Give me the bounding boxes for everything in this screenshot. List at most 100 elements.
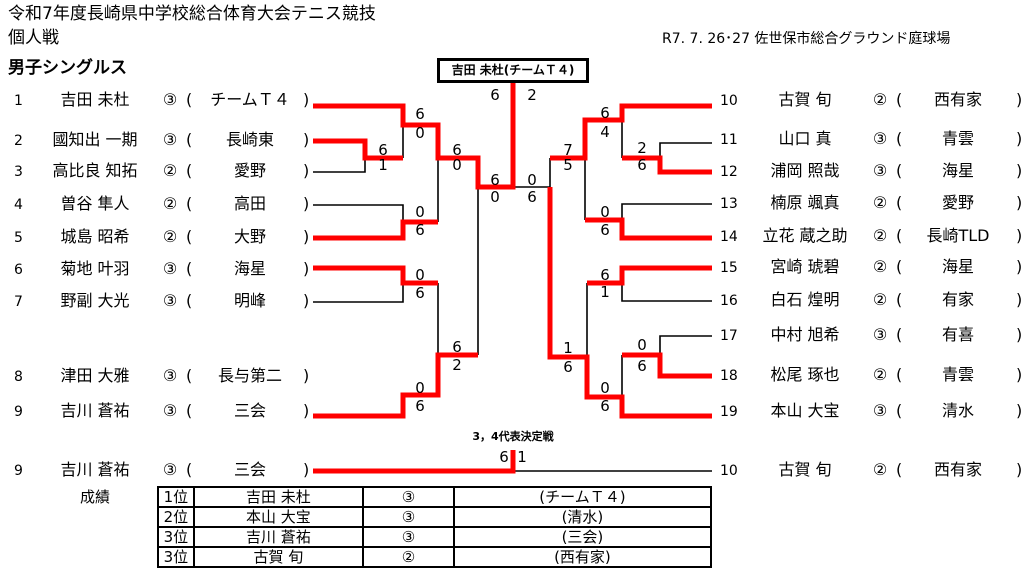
winner-path-line xyxy=(313,265,438,286)
result-school: (西有家) xyxy=(452,546,713,568)
grade: ③ xyxy=(162,90,178,109)
grade: ② xyxy=(872,193,888,212)
game-score: 0 xyxy=(490,188,500,206)
winner-path-line xyxy=(585,217,712,241)
game-score: 6 xyxy=(415,105,425,123)
seed-number: 15 xyxy=(720,260,738,276)
grade: ② xyxy=(872,290,888,309)
event-title: 男子シングルス xyxy=(8,58,127,78)
school-name: 西有家 xyxy=(933,90,983,109)
close-paren: ) xyxy=(1016,161,1023,180)
results-label: 成績 xyxy=(80,488,111,506)
player-name: 古賀 旬 xyxy=(778,460,832,479)
result-grade: ② xyxy=(362,546,455,568)
game-score: 6 xyxy=(527,188,537,206)
game-score: 6 xyxy=(563,358,573,376)
winner-path-line xyxy=(313,138,403,161)
open-paren: ( xyxy=(896,460,903,479)
game-score: 0 xyxy=(527,171,537,189)
close-paren: ) xyxy=(1016,401,1023,420)
grade: ② xyxy=(872,460,888,479)
school-name: 青雲 xyxy=(941,129,975,148)
result-school: (チームＴ４) xyxy=(452,486,713,508)
seed-number: 11 xyxy=(720,132,738,148)
seed-number: 18 xyxy=(720,368,738,384)
third-place-label: 3，4代表決定戦 xyxy=(472,430,554,443)
open-paren: ( xyxy=(186,460,193,479)
bracket-line xyxy=(659,335,712,355)
grade: ② xyxy=(162,194,178,213)
school-name: 長崎TLD xyxy=(926,226,990,245)
school-name: 青雲 xyxy=(941,365,975,384)
result-name: 古賀 旬 xyxy=(192,546,365,568)
grade: ③ xyxy=(162,366,178,385)
seed-number: 8 xyxy=(14,369,23,385)
school-name: 有喜 xyxy=(941,325,975,344)
game-score: 6 xyxy=(600,221,610,239)
seed-number: 2 xyxy=(14,133,23,149)
game-score: 2 xyxy=(637,139,647,157)
close-paren: ) xyxy=(1016,129,1023,148)
game-score: 0 xyxy=(415,379,425,397)
game-score: 6 xyxy=(490,171,500,189)
open-paren: ( xyxy=(186,291,193,310)
player-name: 白石 煌明 xyxy=(770,290,840,309)
winner-path-line xyxy=(313,352,478,419)
champion-box: 吉田 未杜(チームＴ４) xyxy=(437,58,589,83)
close-paren: ) xyxy=(1016,257,1023,276)
player-name: 本山 大宝 xyxy=(770,401,840,420)
player-name: 野副 大光 xyxy=(60,291,130,310)
grade: ③ xyxy=(162,259,178,278)
player-name: 城島 昭希 xyxy=(60,227,130,246)
game-score: 1 xyxy=(600,283,610,301)
player-name: 菊地 叶羽 xyxy=(60,259,130,278)
open-paren: ( xyxy=(896,193,903,212)
grade: ② xyxy=(872,257,888,276)
third-place-score-left: 6 xyxy=(499,448,509,466)
game-score: 1 xyxy=(563,339,573,357)
result-name: 吉川 蒼祐 xyxy=(192,526,365,548)
close-paren: ) xyxy=(1016,460,1023,479)
close-paren: ) xyxy=(303,401,310,420)
winner-path-line xyxy=(622,155,712,175)
date-venue: R7. 7. 26･27 佐世保市総合グラウンド庭球場 xyxy=(662,31,951,47)
school-name: 海星 xyxy=(233,259,267,278)
seed-number: 14 xyxy=(720,229,738,245)
winner-path-line xyxy=(550,103,712,161)
open-paren: ( xyxy=(186,227,193,246)
school-name: 海星 xyxy=(941,257,975,276)
bracket-line xyxy=(313,283,404,303)
grade: ③ xyxy=(162,291,178,310)
close-paren: ) xyxy=(303,194,310,213)
third-place-score-right: 1 xyxy=(517,448,527,466)
player-name: 楠原 颯真 xyxy=(770,193,840,212)
grade: ② xyxy=(872,365,888,384)
seed-number: 5 xyxy=(14,230,23,246)
result-rank: 2位 xyxy=(157,506,195,528)
game-score: 6 xyxy=(415,221,425,239)
game-score: 0 xyxy=(637,336,647,354)
game-score: 0 xyxy=(600,379,610,397)
bracket-line xyxy=(621,283,712,302)
winner-path-line xyxy=(622,352,712,379)
seed-number: 12 xyxy=(720,164,738,180)
close-paren: ) xyxy=(1016,325,1023,344)
result-school: (清水) xyxy=(452,506,713,528)
grade: ③ xyxy=(872,161,888,180)
seed-number: 9 xyxy=(14,463,23,479)
open-paren: ( xyxy=(896,226,903,245)
school-name: 大野 xyxy=(233,227,267,246)
grade: ③ xyxy=(162,460,178,479)
grade: ③ xyxy=(872,325,888,344)
open-paren: ( xyxy=(186,401,193,420)
close-paren: ) xyxy=(303,227,310,246)
game-score: 7 xyxy=(563,141,573,159)
game-score: 6 xyxy=(600,266,610,284)
player-name: 高比良 知拓 xyxy=(52,161,138,180)
school-name: 愛野 xyxy=(233,161,267,180)
close-paren: ) xyxy=(303,460,310,479)
close-paren: ) xyxy=(1016,226,1023,245)
